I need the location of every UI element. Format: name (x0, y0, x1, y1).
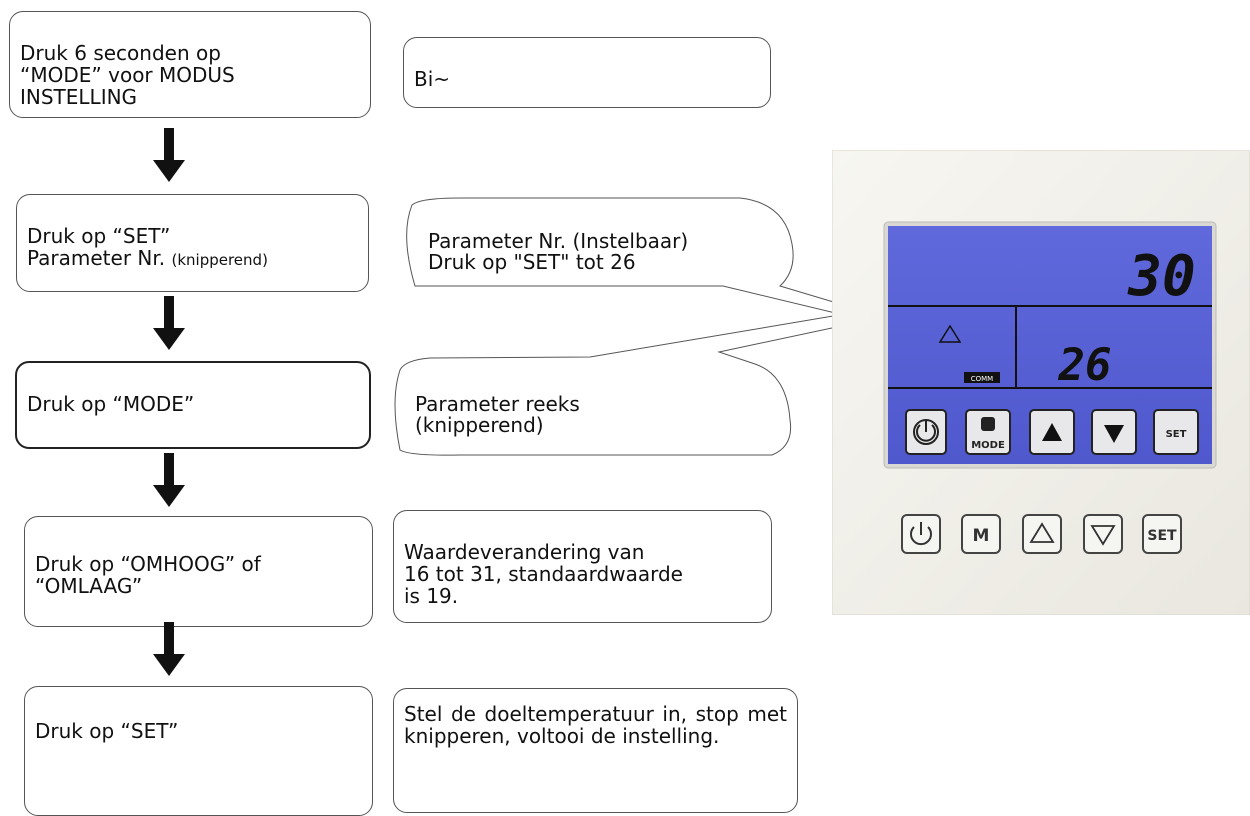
step-3-text: Druk op “MODE” (27, 392, 195, 416)
lcd-mode-label: MODE (971, 440, 1005, 451)
step-1-box: Druk 6 seconden op “MODE” voor MODUS INS… (9, 11, 371, 118)
note-4-box: Waardeverandering van 16 tot 31, standaa… (393, 510, 772, 623)
lcd-down-button[interactable] (1091, 409, 1137, 455)
arrow-down-icon (153, 453, 185, 507)
down-button[interactable] (1083, 514, 1123, 554)
comm-label: COMM (971, 375, 993, 383)
note-5-box: Stel de doeltemperatuur in, stop met kni… (393, 688, 798, 813)
set-button-label: SET (1147, 528, 1177, 544)
note-3-text-wrap: Parameter reeks (knipperend) (415, 373, 580, 436)
up-button[interactable] (1022, 514, 1062, 554)
note-4-text: Waardeverandering van 16 tot 31, standaa… (404, 540, 683, 608)
arrow-down-icon (153, 128, 185, 182)
set-button[interactable]: SET (1142, 514, 1182, 554)
arrow-down-icon (153, 296, 185, 350)
thermostat-device: COMM 30 26 MODE SET M (832, 150, 1250, 615)
step-5-text: Druk op “SET” (35, 719, 179, 743)
note-5-text: Stel de doeltemperatuur in, stop met kni… (404, 702, 787, 748)
step-3-box: Druk op “MODE” (15, 361, 371, 449)
display-bottom-value: 26 (1058, 340, 1112, 391)
note-2-text: Parameter Nr. (Instelbaar) Druk op "SET"… (428, 229, 689, 274)
mode-button[interactable]: M (961, 514, 1001, 554)
lcd-power-button[interactable] (905, 409, 947, 455)
mode-button-label: M (973, 526, 990, 546)
step-2-text: Druk op “SET” Parameter Nr. (27, 224, 171, 270)
power-button[interactable] (901, 514, 941, 554)
note-1-text: Bi~ (414, 67, 451, 91)
step-1-text: Druk 6 seconden op “MODE” voor MODUS INS… (20, 41, 235, 109)
note-1-box: Bi~ (403, 37, 771, 108)
comm-badge (964, 372, 1000, 383)
display-top-value: 30 (1127, 244, 1195, 309)
lcd-mode-button[interactable]: MODE (965, 409, 1011, 455)
lcd-set-label: SET (1166, 429, 1187, 440)
step-4-box: Druk op “OMHOOG” of “OMLAAG” (24, 516, 373, 627)
triangle-icon (938, 324, 962, 343)
callout-2-shape (394, 270, 1101, 456)
step-4-text: Druk op “OMHOOG” of “OMLAAG” (35, 552, 261, 598)
step-2-small-text: (knipperend) (171, 251, 268, 269)
lcd-set-button[interactable]: SET (1153, 409, 1199, 455)
arrow-down-icon (153, 622, 185, 676)
step-2-box: Druk op “SET” Parameter Nr. (knipperend) (16, 194, 369, 292)
lcd-up-button[interactable] (1029, 409, 1075, 455)
note-3-text: Parameter reeks (knipperend) (415, 392, 580, 437)
note-2-text-wrap: Parameter Nr. (Instelbaar) Druk op "SET"… (428, 210, 688, 273)
